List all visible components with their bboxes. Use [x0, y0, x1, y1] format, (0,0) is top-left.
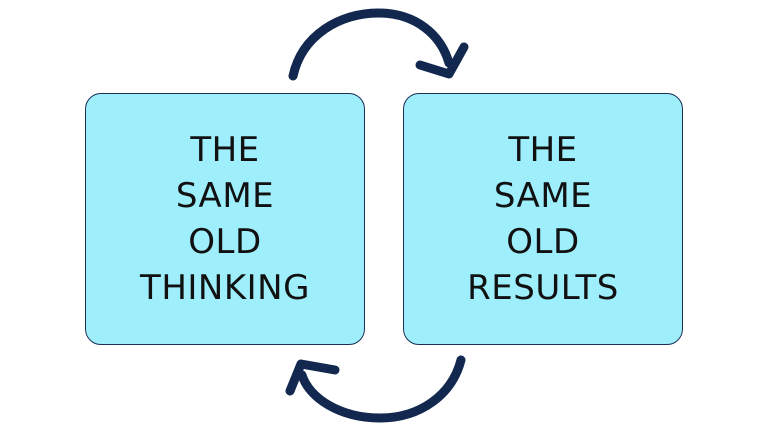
box-right-line: THE [508, 130, 578, 170]
box-right-text: THE SAME OLD RESULTS [467, 127, 619, 311]
box-left-text: THE SAME OLD THINKING [140, 127, 310, 311]
curved-arrow-left-icon [285, 355, 466, 423]
box-right-line: RESULTS [467, 268, 619, 308]
box-right-line: SAME [493, 176, 593, 216]
curved-arrow-right-icon [288, 8, 469, 81]
box-left-line: OLD [188, 222, 262, 262]
box-right-line: OLD [506, 222, 580, 262]
box-left-line: THINKING [140, 268, 310, 308]
box-left-line: THE [190, 130, 260, 170]
box-same-old-thinking: THE SAME OLD THINKING [85, 93, 365, 345]
box-same-old-results: THE SAME OLD RESULTS [403, 93, 683, 345]
box-left-line: SAME [175, 176, 275, 216]
